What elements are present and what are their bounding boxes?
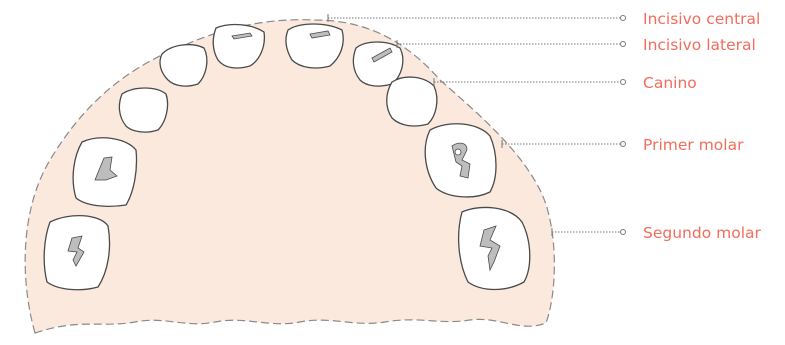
labels: Incisivo central Incisivo lateral Canino… (643, 10, 761, 242)
leader-second-molar-dot (621, 230, 626, 235)
label-first-molar: Primer molar (643, 136, 744, 154)
tooth-central-incisor-right (286, 24, 343, 68)
label-canine: Canino (643, 74, 697, 92)
cusp-pit-first-molar-right (455, 149, 461, 155)
tooth-canine-right (387, 77, 437, 126)
tooth-lateral-incisor-left (160, 45, 207, 86)
leader-lateral-dot (621, 42, 626, 47)
label-lateral-incisor: Incisivo lateral (643, 36, 756, 54)
tooth-canine-left (119, 88, 167, 132)
leader-canine-dot (621, 80, 626, 85)
label-central-incisor: Incisivo central (643, 10, 760, 28)
label-second-molar: Segundo molar (643, 224, 761, 242)
leader-central-dot (621, 16, 626, 21)
leader-first-molar-dot (621, 142, 626, 147)
